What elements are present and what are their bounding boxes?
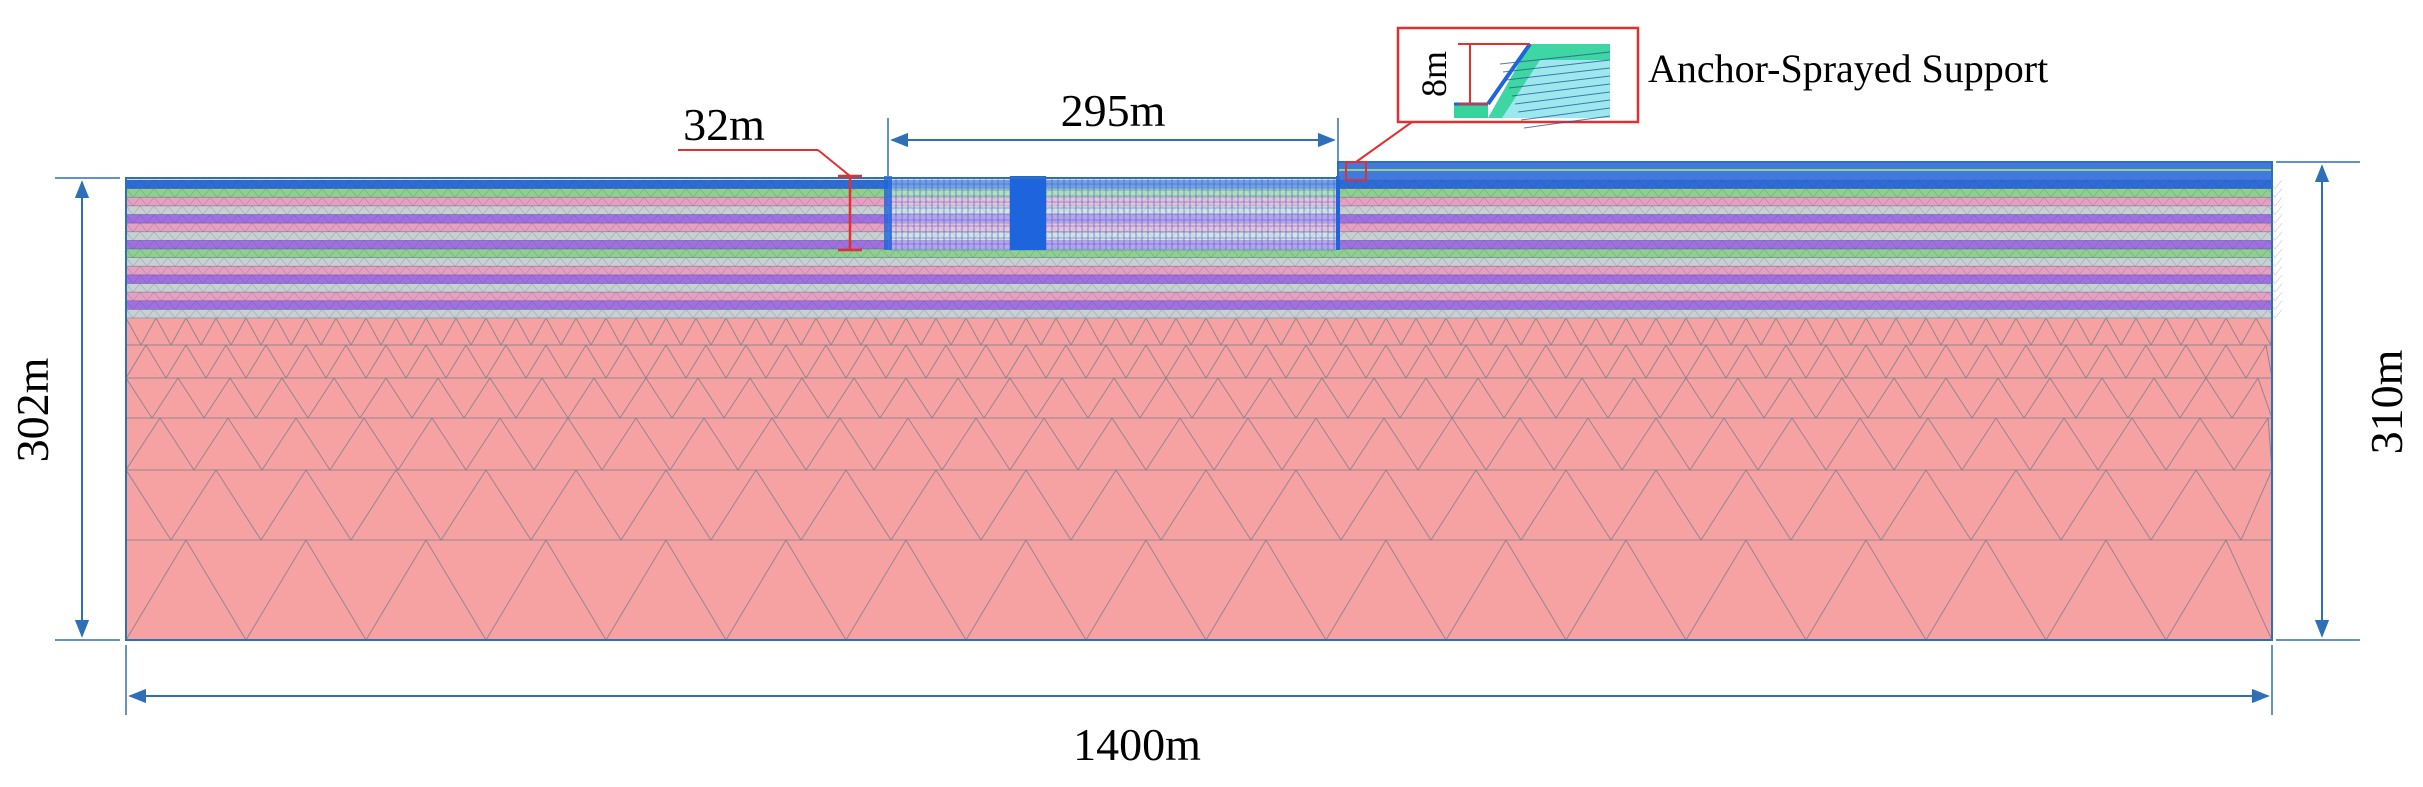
dimension-left-height: 302m (7, 177, 120, 641)
support-callout: 8m Anchor-Sprayed Support (1345, 26, 2048, 181)
stratum-band (126, 205, 2272, 215)
pit-wall-left (884, 176, 892, 250)
left-height-label: 302m (7, 357, 58, 462)
stratum-band (126, 240, 2272, 250)
bedrock-layer (126, 318, 2272, 640)
excavation-width-label: 295m (1061, 85, 1166, 136)
stratum-band (126, 309, 2272, 319)
right-height-label: 310m (2361, 349, 2412, 454)
stratum-band (126, 257, 2272, 267)
stratum-band (126, 249, 2272, 259)
pit-wall-right (1336, 176, 1340, 250)
stratum-band (126, 180, 2272, 190)
excavation-depth-label: 32m (683, 99, 765, 150)
dimension-excavation-width: 295m (887, 85, 1339, 176)
stratum-band (126, 214, 2272, 224)
stratum-band (126, 292, 2272, 302)
stratum-band (126, 300, 2272, 310)
dimension-excavation-depth: 32m (678, 99, 862, 252)
stratum-band (126, 266, 2272, 276)
support-name-label: Anchor-Sprayed Support (1648, 46, 2048, 91)
support-height-label: 8m (1414, 51, 1454, 97)
pit-core-block (1010, 176, 1046, 250)
dimension-right-height: 310m (2276, 161, 2412, 641)
bedrock-mesh (125, 317, 2273, 641)
support-inset-content (1454, 42, 1611, 129)
total-width-label: 1400m (1073, 719, 1201, 770)
strata-mesh (125, 179, 2283, 319)
model-domain (125, 161, 2283, 641)
support-inset-hatching (1499, 51, 1611, 129)
excavation-pit (884, 176, 1340, 251)
stratum-band (126, 188, 2272, 198)
stratum-band (126, 274, 2272, 284)
stratum-band (126, 231, 2272, 241)
model-outline (125, 161, 2273, 641)
support-slope-face (1486, 42, 1532, 106)
pit-dense-mesh (889, 177, 1336, 251)
stratum-band (126, 283, 2272, 293)
dimension-total-width: 1400m (125, 645, 2273, 770)
stratum-band (126, 223, 2272, 233)
